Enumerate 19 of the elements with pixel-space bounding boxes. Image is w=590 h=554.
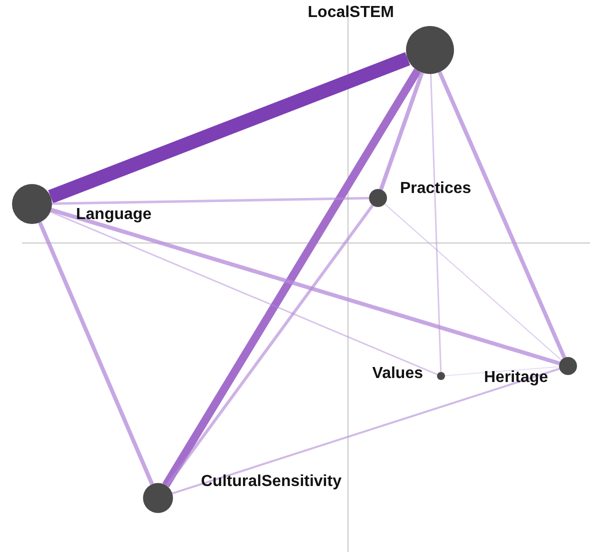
network-edge <box>172 368 560 494</box>
node-label: LocalSTEM <box>308 4 394 22</box>
network-edge <box>444 366 560 376</box>
network-edge <box>384 203 562 361</box>
node-label: CulturalSensitivity <box>201 473 342 491</box>
network-edge <box>50 211 438 376</box>
node-label: Heritage <box>484 369 548 387</box>
node-label: Values <box>372 365 423 383</box>
network-edge <box>38 222 154 485</box>
network-edge <box>379 72 424 190</box>
network-edge <box>162 68 421 488</box>
network-edge <box>166 204 374 487</box>
network-edge <box>430 74 442 372</box>
network-edge <box>438 71 566 359</box>
network-edge <box>48 52 410 204</box>
node-label: Practices <box>400 180 472 198</box>
node-label: Language <box>76 206 152 224</box>
network-edge <box>50 208 560 366</box>
network-edge <box>52 196 370 205</box>
